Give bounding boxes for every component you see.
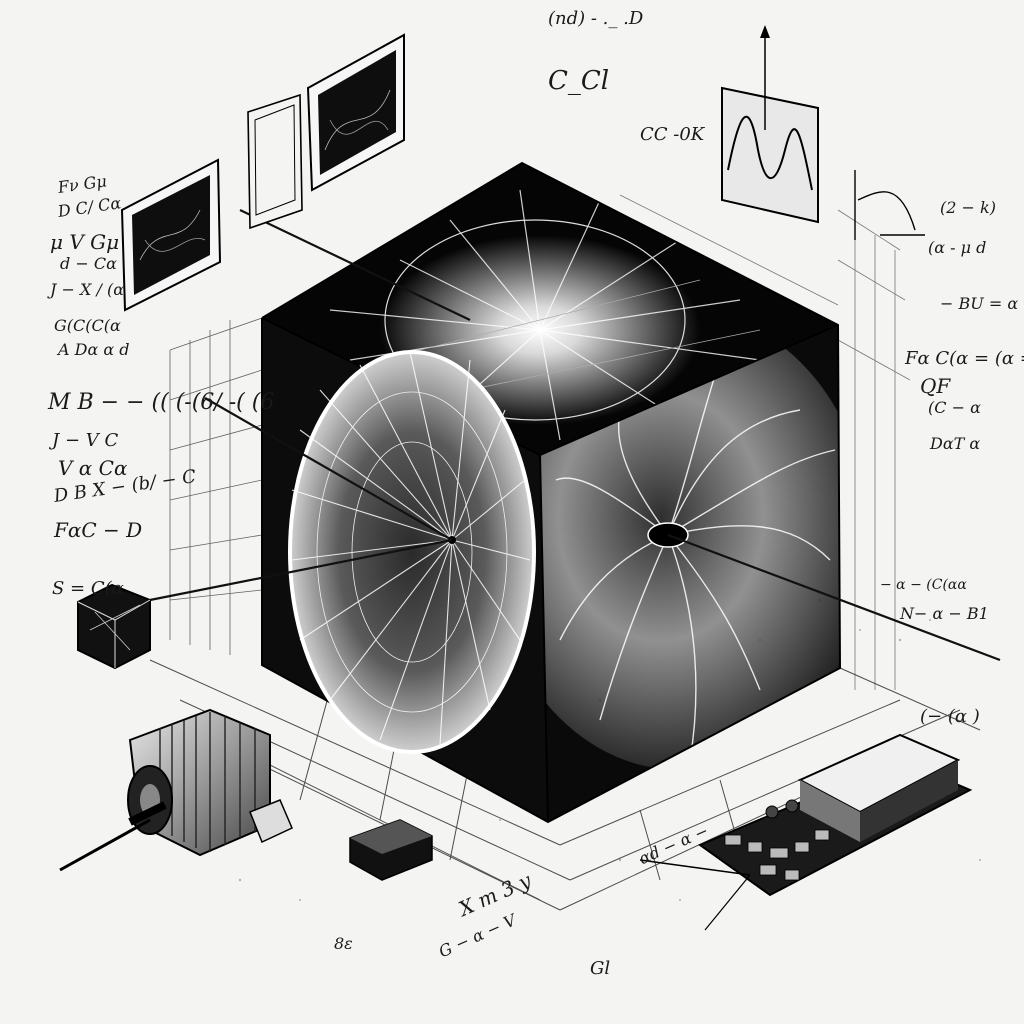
- left-wall-grid: [169, 317, 263, 655]
- screen-panel-top: [306, 33, 405, 192]
- circuit-board: [639, 733, 973, 931]
- small-cube-left: [77, 583, 151, 670]
- motor-device: [59, 708, 293, 872]
- graph-sketch-right: [854, 170, 925, 240]
- waveform-panel: [721, 25, 819, 224]
- speckle-texture: [238, 598, 981, 901]
- screen-panel-outline: [247, 93, 303, 230]
- radial-disc: [288, 350, 536, 754]
- laser-beams: [149, 209, 1001, 662]
- right-wall-grid: [619, 194, 911, 690]
- small-box-floor: [349, 819, 433, 881]
- screen-panel-left: [120, 158, 222, 312]
